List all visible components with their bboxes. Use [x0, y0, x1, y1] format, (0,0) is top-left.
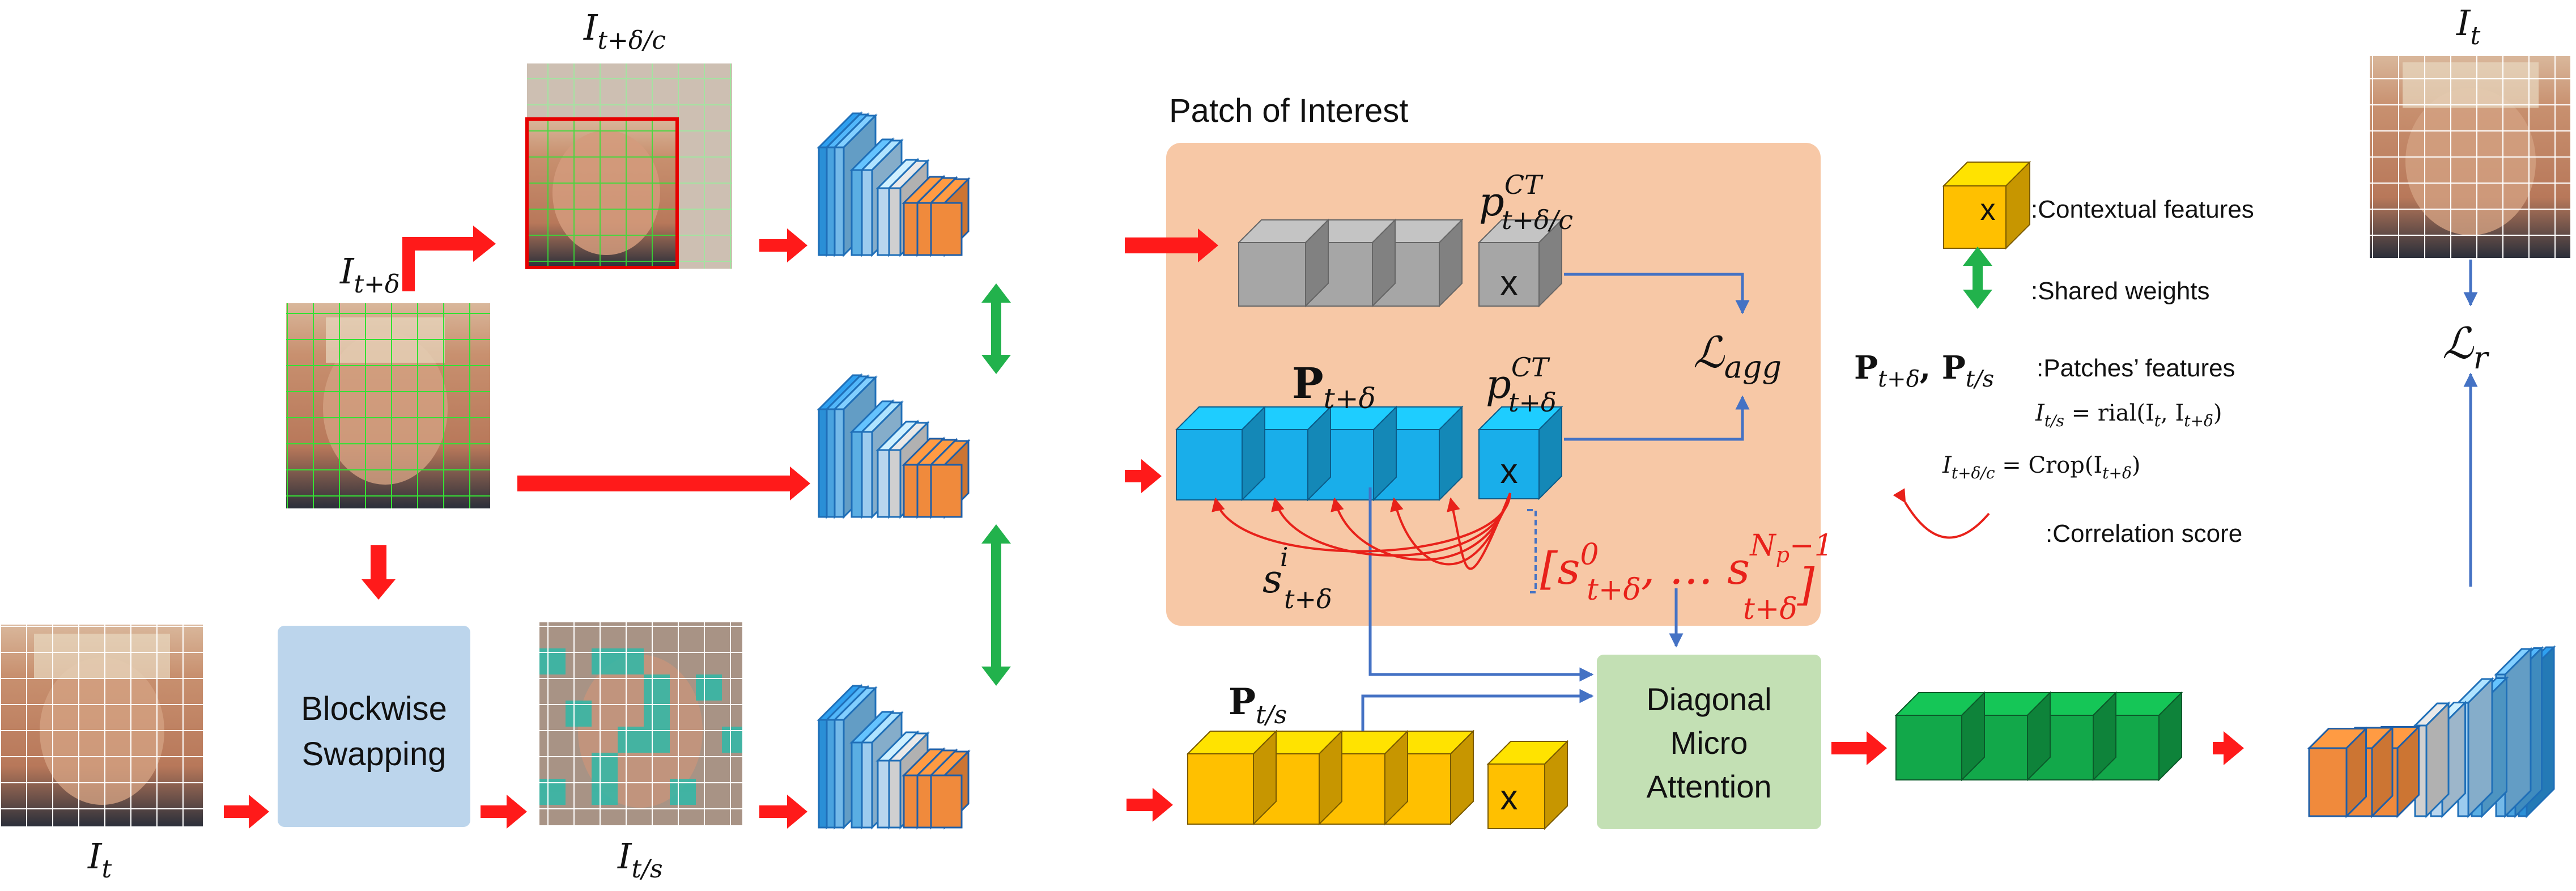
- label-p-t-s: Pt/s: [1229, 681, 1287, 729]
- arrow-crop-to-encoder: [759, 228, 807, 262]
- label-l-agg: ℒagg: [1693, 327, 1782, 385]
- image-i-t-delta: [286, 303, 490, 508]
- svg-text:It+δ/c: It+δ/c: [583, 7, 666, 55]
- decoder-slab: [2307, 726, 2369, 818]
- decoder-slab: [2494, 647, 2533, 818]
- dma-label-line3: Attention: [1646, 769, 1771, 804]
- flow-arrows: [224, 226, 2478, 829]
- dma-label-line2: Micro: [1670, 725, 1748, 761]
- blockwise-label-line1: Blockwise: [301, 690, 447, 727]
- image-i-t-delta-c: [525, 63, 732, 269]
- arrow-encoder-top-to-feat: [1125, 228, 1218, 262]
- svg-text:It/s: It/s: [617, 835, 663, 884]
- shared-weights-bottom: [981, 524, 1011, 686]
- legend-eq-crop: It+δ/c = Crop(It+δ): [1942, 452, 2140, 482]
- blockwise-label-line2: Swapping: [302, 736, 447, 773]
- line-pct1-to-lagg: [1564, 273, 1750, 315]
- line-pct2-to-lagg: [1564, 395, 1750, 441]
- legend-contextual-icon: [1942, 160, 2031, 250]
- legend-shared-weights-icon: [1963, 247, 1992, 309]
- arrow-swap-to-its: [481, 795, 527, 829]
- encoder-top-slab: [929, 177, 971, 257]
- image-i-t-left: [0, 625, 203, 826]
- label-p-t-delta: Pt+δ: [1292, 359, 1376, 415]
- context-x-top: x: [1500, 264, 1518, 303]
- legend-correlation-arc-icon: [1893, 488, 1990, 539]
- context-cube-labels: x x x x: [1500, 193, 1996, 817]
- blockwise-swapping-box: Blockwise Swapping: [278, 626, 470, 827]
- legend-eq-rial: It/s = rial(It, It+δ): [2035, 400, 2222, 430]
- label-i-t-left: It: [87, 835, 112, 884]
- feature-top-gray-cell: [1237, 218, 1330, 308]
- arrow-encoder-bot-to-feat: [1127, 788, 1173, 822]
- label-l-r: ℒr: [2442, 318, 2490, 376]
- label-i-t-right: It: [2456, 2, 2481, 50]
- image-i-t-right: [2370, 56, 2570, 258]
- context-cube-bottom: [1486, 740, 1569, 830]
- correlation-arc: [1447, 493, 1511, 570]
- context-x-bottom: x: [1500, 778, 1518, 817]
- feature-output-green: [1894, 691, 2183, 782]
- label-i-t-delta-c: It+δ/c: [583, 7, 666, 55]
- dma-label-line1: Diagonal: [1646, 681, 1771, 717]
- legend-patches-symbol: Pt+δ, Pt/s: [1854, 349, 1994, 392]
- diagonal-micro-attention-box: Diagonal Micro Attention: [1597, 655, 1821, 829]
- context-x-mid: x: [1500, 452, 1518, 491]
- line-ptd-to-dma: [1368, 487, 1594, 682]
- label-i-t-delta: It+δ: [339, 251, 400, 299]
- svg-text:It+δ: It+δ: [339, 251, 400, 299]
- encoder-middle: [817, 373, 971, 519]
- arrow-itd-to-crop: [402, 226, 496, 291]
- context-cube-top: [1477, 218, 1563, 308]
- arrow-itd-to-encoder: [517, 466, 810, 500]
- legend-patches-label: :Patches’ features: [2037, 354, 2235, 382]
- feature-vectors: [1175, 160, 2183, 830]
- label-i-t-s: It/s: [617, 835, 663, 884]
- arrow-green-to-decoder: [2213, 731, 2244, 765]
- svg-text:It: It: [2456, 2, 2481, 50]
- encoder-middle-slab: [929, 439, 971, 519]
- arrow-its-to-encoder: [759, 795, 807, 829]
- feature-output-green-cell: [1894, 691, 1986, 782]
- legend-correlation-label: :Correlation score: [2046, 520, 2242, 548]
- scores-bracket: [1527, 509, 1537, 593]
- feature-p-t-s-cell: [1186, 729, 1278, 826]
- decoder-slab: [2413, 701, 2451, 818]
- correlation-arc: [1212, 493, 1511, 553]
- cnn-decoder: [2307, 645, 2556, 818]
- arrow-encoder-mid-to-feat: [1125, 459, 1162, 493]
- encoder-top: [817, 111, 971, 257]
- feature-p-t-delta: [1175, 405, 1464, 502]
- legend: :Contextual features :Shared weights Pt+…: [1854, 196, 2254, 548]
- patch-of-interest-title: Patch of Interest: [1169, 92, 1408, 129]
- svg-text:It: It: [87, 835, 112, 884]
- legend-x-mark: x: [1980, 193, 1996, 227]
- correlation-arc: [1330, 493, 1511, 561]
- arrow-itd-down: [362, 545, 396, 600]
- legend-contextual-label: :Contextual features: [2031, 196, 2254, 223]
- shared-weights-top: [981, 283, 1011, 374]
- legend-shared-label: :Shared weights: [2031, 277, 2210, 305]
- arrow-dma-to-green: [1831, 731, 1887, 765]
- encoder-bottom: [817, 684, 971, 830]
- encoder-bottom-slab: [929, 749, 971, 830]
- cnn-encoders: [817, 111, 971, 830]
- line-pts-to-dma: [1361, 689, 1594, 731]
- arrow-it-to-swap: [224, 795, 269, 829]
- feature-p-t-s: [1186, 729, 1475, 826]
- feature-p-t-delta-cell: [1175, 405, 1266, 502]
- context-cube-middle: [1477, 405, 1563, 500]
- feature-top-gray: [1237, 218, 1464, 308]
- image-i-t-s: [539, 622, 742, 825]
